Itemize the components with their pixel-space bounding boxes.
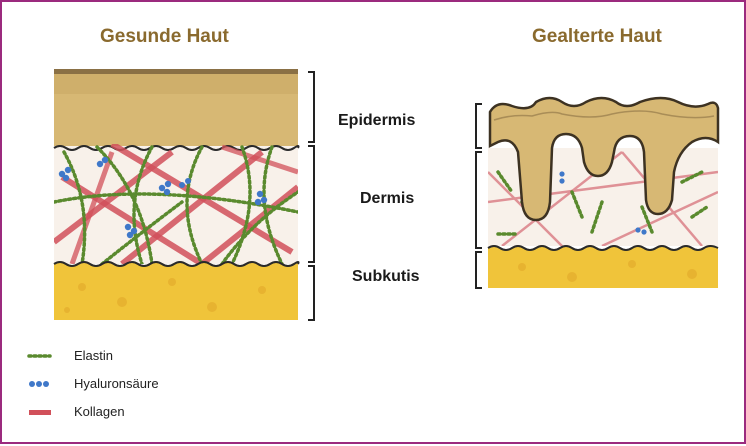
dermis-label: Dermis — [360, 190, 414, 208]
healthy-skin-section — [54, 69, 299, 320]
healthy-epidermis-shade — [54, 74, 298, 94]
layer-brackets-healthy — [308, 72, 314, 320]
epidermis-label: Epidermis — [338, 112, 415, 130]
collagen-bar-icon — [29, 410, 51, 415]
layer-brackets-aged — [476, 104, 482, 288]
legend-icons — [29, 356, 51, 415]
healthy-epidermis-top-edge — [54, 69, 298, 74]
subcutis-label: Subkutis — [352, 268, 420, 286]
legend-label-collagen: Kollagen — [74, 404, 125, 419]
legend-label-hyaluronic: Hyaluronsäure — [74, 376, 159, 391]
hyaluronic-dots-icon — [29, 381, 49, 387]
aged-skin-section — [488, 98, 718, 288]
legend-label-elastin: Elastin — [74, 348, 113, 363]
